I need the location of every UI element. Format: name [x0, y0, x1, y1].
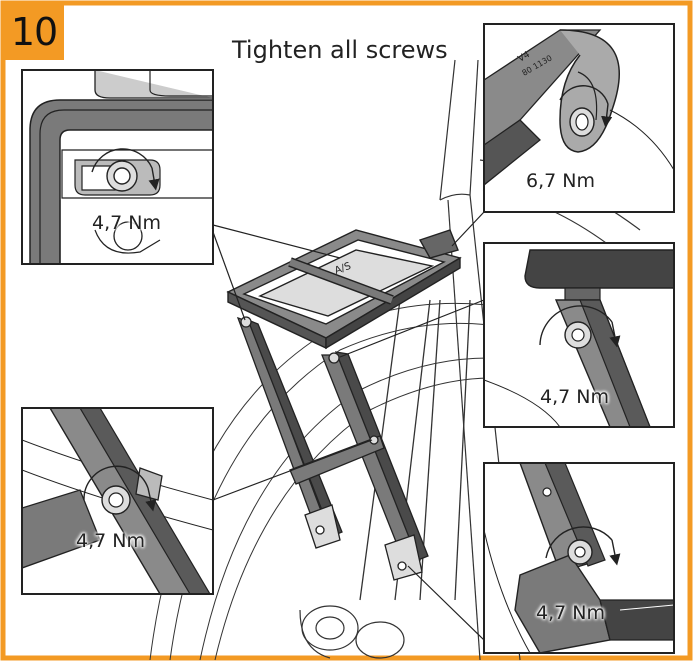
torque-label-top-right: 6,7 Nm: [526, 170, 595, 192]
carrier-struts: [236, 316, 429, 581]
torque-label-middle-right: 4,7 Nm: [540, 386, 609, 408]
callout-middle-right: [484, 243, 674, 427]
callout-top-right: V4 80 1130: [484, 24, 674, 212]
torque-label-bottom-left: 4,7 Nm: [76, 530, 145, 552]
svg-text:A/S: A/S: [333, 261, 352, 277]
leader-lines: [212, 211, 485, 641]
callout-bottom-right: [484, 463, 674, 653]
torque-label-top-left: 4,7 Nm: [92, 212, 161, 234]
callout-bottom-left: [22, 408, 213, 594]
torque-label-bottom-right: 4,7 Nm: [536, 602, 605, 624]
callout-top-left: [22, 70, 213, 264]
carrier-platform: A/S: [226, 229, 462, 350]
step-title: Tighten all screws: [232, 36, 448, 64]
step-number-badge: 10: [4, 4, 64, 60]
